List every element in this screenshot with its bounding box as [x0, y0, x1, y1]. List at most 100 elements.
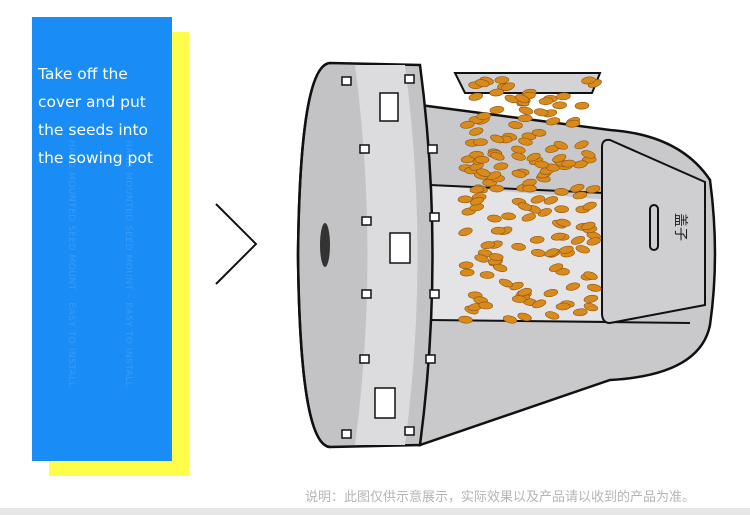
- seed: [474, 254, 489, 263]
- lid-label: 盖子: [672, 213, 688, 241]
- seed: [573, 308, 588, 317]
- seed: [555, 302, 571, 311]
- seed: [487, 214, 502, 223]
- seed: [575, 245, 590, 254]
- seed: [552, 101, 567, 110]
- seed: [552, 154, 567, 163]
- seed: [549, 263, 564, 272]
- seed: [489, 88, 504, 97]
- seed: [556, 92, 571, 101]
- seed: [459, 268, 475, 277]
- seed: [490, 226, 506, 235]
- seed: [457, 195, 473, 204]
- seed: [521, 213, 536, 222]
- seed: [458, 227, 473, 236]
- seed: [479, 271, 495, 279]
- seed: [585, 185, 601, 194]
- seed: [458, 315, 473, 324]
- seed: [518, 106, 534, 115]
- seed: [493, 263, 508, 272]
- bottom-bar: [0, 508, 750, 515]
- seed: [469, 185, 485, 194]
- seed: [561, 159, 576, 168]
- seed: [474, 155, 490, 164]
- seed: [511, 242, 526, 251]
- seed: [553, 141, 568, 150]
- seed: [475, 79, 490, 88]
- seed: [559, 245, 574, 254]
- seed: [494, 76, 510, 84]
- seed: [529, 235, 545, 244]
- seed: [530, 195, 546, 204]
- seed: [526, 152, 541, 162]
- seed: [470, 196, 485, 206]
- seed: [554, 187, 569, 196]
- seed: [480, 241, 496, 250]
- seed: [581, 221, 596, 231]
- seed: [489, 184, 505, 193]
- seed: [532, 299, 547, 309]
- seed: [500, 82, 516, 91]
- seed: [538, 97, 554, 105]
- seed: [565, 282, 581, 291]
- seed: [509, 281, 524, 291]
- seed: [522, 184, 537, 193]
- seed: [583, 294, 599, 303]
- seed: [508, 121, 523, 129]
- seed: [550, 232, 566, 241]
- seed: [586, 237, 601, 246]
- seed: [460, 120, 475, 129]
- seed: [501, 212, 516, 221]
- seed: [515, 94, 530, 103]
- watermark: HAND MOUNTED SEED MOUNT – EASY TO INSTAL…: [66, 140, 76, 388]
- seed: [544, 248, 559, 257]
- seed: [533, 108, 549, 117]
- seed: [543, 289, 559, 298]
- caption-panel: [32, 17, 172, 461]
- seed: [534, 160, 550, 169]
- seed: [543, 196, 559, 205]
- caption-text: Take off the cover and put the seeds int…: [38, 65, 153, 167]
- seed: [517, 287, 532, 297]
- seed: [489, 106, 505, 114]
- seed: [556, 218, 571, 227]
- seed: [490, 134, 505, 144]
- seed: [473, 138, 488, 146]
- seed: [574, 140, 589, 150]
- seed: [581, 150, 596, 159]
- seed: [570, 235, 585, 245]
- seed: [537, 208, 552, 217]
- seed: [545, 311, 560, 320]
- seed: [583, 271, 598, 280]
- seed: [458, 261, 474, 270]
- seed: [570, 183, 585, 193]
- seed: [565, 119, 581, 128]
- seed: [511, 169, 527, 178]
- seed: [468, 92, 483, 101]
- seed: [488, 253, 504, 261]
- seed: [572, 191, 588, 200]
- seed: [545, 117, 561, 126]
- seed: [587, 283, 602, 292]
- seed: [476, 168, 491, 177]
- seed: [502, 315, 518, 324]
- seed: [469, 127, 484, 136]
- seed: [583, 302, 599, 312]
- chevron-right-icon: [215, 203, 258, 285]
- seed: [517, 202, 532, 211]
- seed: [581, 76, 596, 85]
- seed: [490, 152, 505, 161]
- seeds: [457, 76, 602, 324]
- watermark: HAND MOUNTED SEED MOUNT – EASY TO INSTAL…: [123, 140, 133, 388]
- disclaimer-note: 说明：此图仅供示意展示，实际效果以及产品请以收到的产品为准。: [305, 490, 696, 505]
- seeder-illustration: 盖子: [296, 61, 717, 449]
- seed: [493, 162, 509, 171]
- seed: [574, 101, 590, 110]
- seed: [478, 301, 493, 310]
- seed: [582, 201, 597, 211]
- seed: [517, 312, 532, 322]
- seed: [511, 152, 526, 161]
- seed: [554, 205, 569, 213]
- seed: [498, 278, 513, 288]
- seed: [476, 112, 491, 120]
